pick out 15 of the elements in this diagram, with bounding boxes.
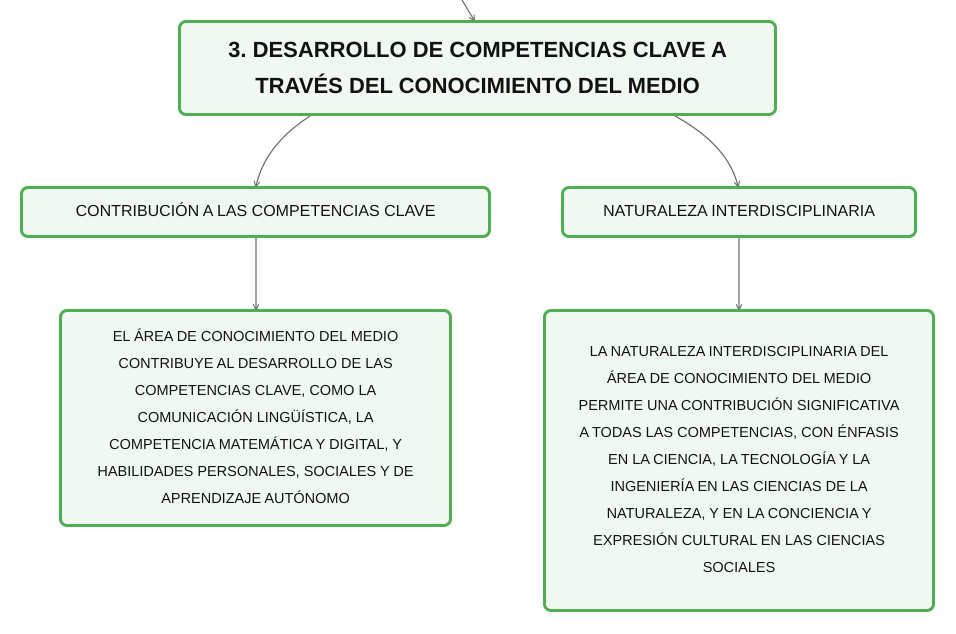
connector-arrow (674, 115, 740, 188)
connector-arrow (252, 238, 260, 310)
title-box (178, 20, 777, 116)
connector-arrow (736, 238, 742, 310)
connector-arrow (254, 116, 310, 188)
title-text: 3. DESARROLLO DE COMPETENCIAS CLAVE A TRAVÉS DEL CONOCIMIENTO DEL MEDIO (227, 36, 728, 100)
node-text: EL ÁREA DE CONOCIMIENTO DEL MEDIO CONTRIBUYE AL DESARROLLO DE LAS COMPETENCIAS CLAVE, COMO LA COMUNICACIÓN LINGÜÍSTICA, LA COMPETENCIA MATEMÁTICA Y DIGITAL, Y HABILIDADES PERSONALES, SOCIALES Y DE APRENDIZAJE AUTÓNOMO (96, 327, 415, 508)
node-text: CONTRIBUCIÓN A LAS COMPETENCIAS CLAVE (76, 201, 436, 222)
topic-box (20, 186, 491, 238)
node-text: NATURALEZA INTERDISCIPLINARIA (603, 202, 875, 222)
topic-box (561, 186, 917, 238)
description-box (59, 309, 452, 527)
connector-arrow (461, 0, 476, 22)
description-box (543, 309, 935, 612)
node-text: LA NATURALEZA INTERDISCIPLINARIA DEL ÁREA DE CONOCIMIENTO DEL MEDIO PERMITE UNA CONTRIBUCIÓN SIGNIFICATIVA A TODAS LAS COMPETENCIAS, CON ÉNFASIS EN LA CIENCIA, LA TECNOLOGÍA Y LA INGENIERÍA EN LAS CIENCIAS DE LA NATURALEZA, Y EN LA CONCIENCIA Y EXPRESIÓN CULTURAL EN LAS CIENCIAS SOCIALES (578, 343, 900, 578)
